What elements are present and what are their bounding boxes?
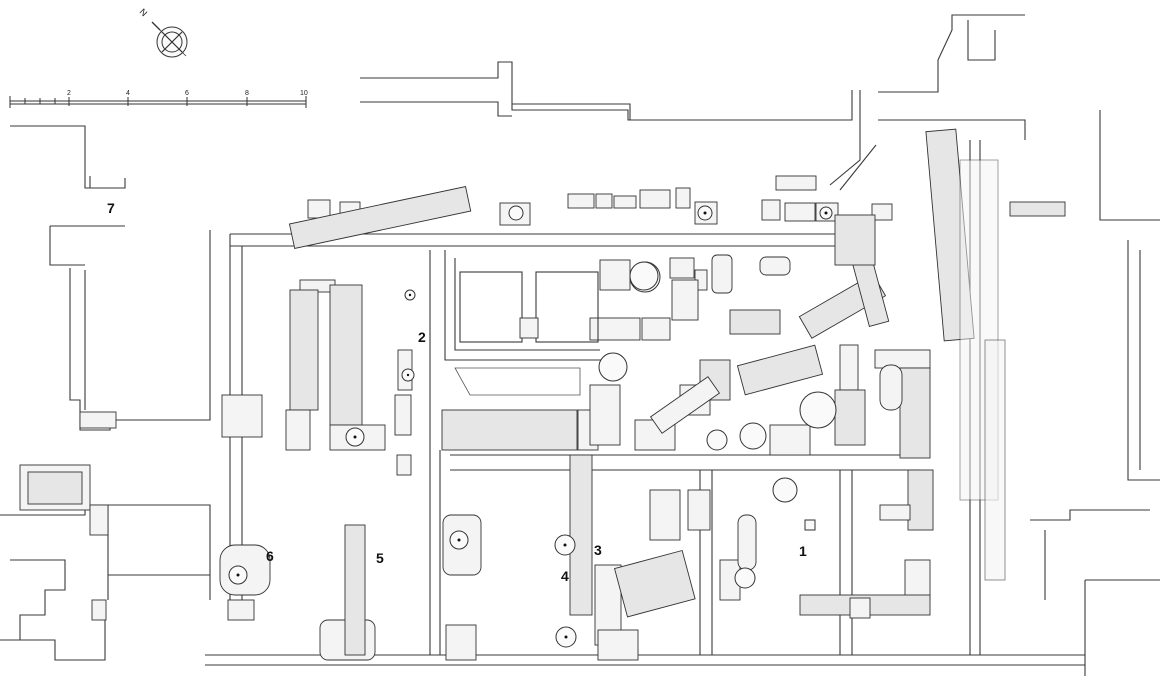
scale-tick-8: 8 — [245, 90, 249, 97]
scale-tick-6: 6 — [185, 90, 189, 97]
north-arrow-icon: N — [138, 7, 188, 58]
scale-tick-10: 10 — [300, 90, 308, 97]
background-walls — [0, 14, 1160, 676]
label-4: 4 — [561, 568, 569, 584]
area-labels: 1 2 3 4 5 6 7 — [107, 200, 807, 584]
label-6: 6 — [266, 548, 274, 564]
round-features — [228, 205, 837, 648]
scale-bar: 2 4 6 8 10 — [9, 90, 308, 108]
scale-tick-2: 2 — [67, 90, 71, 97]
label-5: 5 — [376, 550, 384, 566]
scale-tick-4: 4 — [126, 90, 130, 97]
wall-stones — [79, 128, 1066, 661]
label-2: 2 — [418, 329, 426, 345]
label-7: 7 — [107, 200, 115, 216]
north-letter: N — [138, 7, 150, 19]
label-3: 3 — [594, 542, 602, 558]
rooms — [459, 271, 599, 343]
label-1: 1 — [799, 543, 807, 559]
